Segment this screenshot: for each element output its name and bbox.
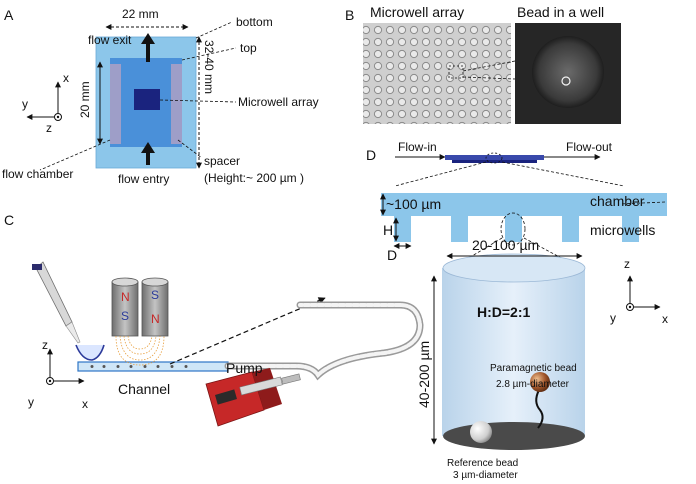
channel-beads	[90, 365, 188, 368]
flow-entry-arrow-head	[141, 142, 155, 153]
magnet-left	[111, 277, 139, 337]
height-dimension-label: 20 mm	[78, 81, 92, 118]
axis-c-x-label: x	[82, 397, 88, 411]
pipette	[32, 261, 81, 344]
chamber-cross-section	[381, 193, 667, 216]
flow-chamber-label: flow chamber	[2, 167, 73, 181]
microwell-2	[451, 216, 468, 242]
microwell-array-block	[134, 89, 160, 110]
length-dimension-label: 32-40 mm	[202, 40, 216, 94]
magnet-left-bottom-pole: S	[121, 309, 129, 323]
pump-tubing-inner	[226, 303, 423, 379]
axis-a-z-label: z	[46, 121, 52, 135]
flow-entry-label: flow entry	[118, 172, 169, 186]
syringe-pump	[205, 368, 301, 427]
flow-chamber-side-view	[445, 155, 544, 160]
single-well	[532, 36, 604, 108]
panel-c-label: C	[4, 212, 14, 228]
microwell-array-callout-line	[159, 99, 237, 103]
chamber-callout-line	[619, 201, 666, 205]
paramagnetic-bead-label: Paramagnetic bead	[490, 363, 577, 374]
zoom-box	[448, 65, 464, 79]
axis-d-z-label: z	[624, 257, 630, 271]
axis-d-y-label: y	[610, 311, 616, 325]
microwell-5	[622, 216, 639, 242]
spacer-callout-line	[177, 139, 203, 159]
flow-chamber-callout-line	[39, 139, 111, 171]
bottom-label: bottom	[236, 15, 273, 29]
microwell-3	[505, 216, 522, 242]
chamber-height-label: ~100 µm	[386, 196, 441, 212]
panel-a-label: A	[4, 7, 14, 23]
axis-a-x-label: x	[63, 71, 69, 85]
spacer-label: spacer	[204, 154, 240, 168]
zoom-ellipse-well	[500, 212, 526, 246]
spacer-left	[110, 64, 121, 144]
channel	[77, 361, 229, 372]
zoom-line-d-left	[394, 161, 487, 187]
magnet-right-bottom-pole: N	[151, 312, 160, 326]
axis-c-z-label: z	[42, 338, 48, 352]
microwells-label: microwells	[590, 222, 655, 238]
flow-exit-label: flow exit	[88, 33, 132, 47]
panel-b-label: B	[345, 7, 354, 23]
axis-c-y-label: y	[28, 395, 34, 409]
spacer-right	[171, 64, 182, 144]
axis-a-y-label: y	[22, 97, 28, 111]
magnet-left-top-pole: N	[121, 290, 130, 304]
microwell-array-image	[363, 23, 511, 124]
well-height-label: H	[383, 222, 393, 238]
well-diameter-label: D	[387, 247, 397, 263]
zoom-line-d-right	[501, 161, 625, 187]
microwell-array-title: Microwell array	[370, 4, 464, 20]
flow-in-label: Flow-in	[398, 140, 437, 154]
flow-out-label: Flow-out	[566, 140, 613, 154]
microwell-4	[562, 216, 579, 242]
axis-c-origin-dot	[48, 379, 52, 383]
top-label: top	[240, 41, 257, 55]
bottom-callout-line	[195, 21, 233, 39]
axis-d-origin-dot	[628, 305, 632, 309]
axis-a-origin-dot	[56, 115, 60, 119]
reference-bead-label: Reference bead	[447, 458, 518, 469]
bead-in-well-title: Bead in a well	[517, 4, 604, 20]
paramagnetic-bead-diameter: 2.8 µm-diameter	[496, 379, 570, 390]
inlet-droplet	[75, 344, 105, 361]
spacer-height-label: (Height:~ 200 µm )	[204, 171, 304, 185]
flow-exit-arrow-head	[141, 33, 155, 44]
microwell-array-label: Microwell array	[238, 95, 319, 109]
zoom-arrow-c-to-d	[169, 297, 326, 365]
bead-in-well	[561, 76, 571, 86]
magnet-right	[141, 277, 169, 337]
chamber-label: chamber	[590, 193, 645, 209]
width-dimension-label: 22 mm	[122, 7, 159, 21]
panel-d-label: D	[366, 147, 376, 163]
magnetic-field-lines	[115, 335, 165, 366]
microwell-cylinder	[442, 253, 586, 450]
reference-bead	[470, 421, 492, 443]
aspect-ratio-label: H:D=2:1	[477, 304, 531, 320]
microwell-1	[394, 216, 411, 242]
tether	[535, 389, 544, 429]
axis-d-x-label: x	[662, 312, 668, 326]
reference-bead-diameter: 3 µm-diameter	[453, 470, 518, 481]
zoom-ellipse-small	[485, 152, 503, 164]
paramagnetic-bead	[530, 372, 550, 392]
flow-chamber-bottom-view	[452, 160, 537, 163]
cylinder-height-label: 40-200 µm	[416, 341, 432, 408]
pump-label: Pump	[226, 360, 263, 376]
magnet-right-top-pole: S	[151, 288, 159, 302]
cylinder-diameter-label: 20-100 µm	[472, 237, 539, 253]
channel-label: Channel	[118, 381, 170, 397]
top-callout-line	[181, 47, 237, 61]
